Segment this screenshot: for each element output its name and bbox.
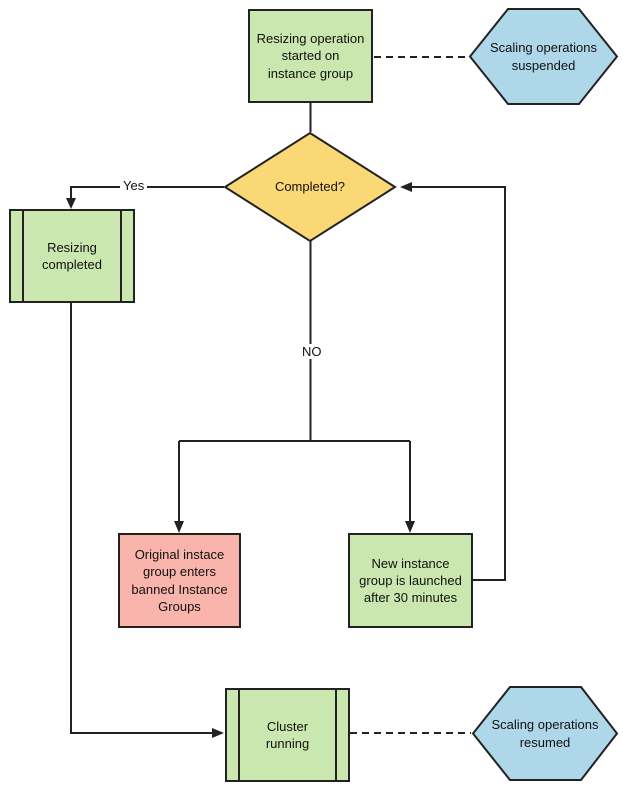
predefined-process-bar [120, 211, 122, 301]
node-scaling-operations-suspended: Scaling operations suspended [468, 7, 619, 106]
edge-label-no: NO [299, 344, 325, 359]
edge-to-cluster [70, 303, 212, 734]
node-banned-instance-groups: Original instace group enters banned Ins… [118, 533, 241, 628]
arrowhead-into-decision [400, 182, 412, 192]
node-label: New instance group is launched after 30 … [359, 555, 462, 606]
node-scaling-operations-resumed: Scaling operations resumed [471, 685, 619, 782]
node-decision-completed: Completed? [223, 131, 397, 243]
predefined-process-bar [22, 211, 24, 301]
predefined-process-bar [335, 690, 337, 780]
arrowhead-into-cluster [212, 728, 224, 738]
node-label: Resizing operation started on instance g… [256, 31, 365, 81]
node-label: Scaling operations suspended [490, 40, 597, 73]
arrowhead-into-banned [174, 521, 184, 533]
node-label: Cluster running [265, 718, 310, 751]
node-label: Original instace group enters banned Ins… [131, 547, 228, 614]
arrowhead-into-resizing-completed [66, 198, 76, 209]
node-resizing-operation-started: Resizing operation started on instance g… [248, 9, 373, 103]
hexagon-shape [471, 686, 619, 781]
arrowhead-into-new-instance [405, 521, 415, 533]
edge-yes [70, 186, 224, 198]
node-resizing-completed: Resizing completed [9, 209, 135, 303]
diamond-shape [223, 131, 397, 243]
node-cluster-running: Cluster running [225, 688, 350, 782]
edge-label-yes: Yes [120, 178, 148, 193]
node-label: Completed? [274, 179, 346, 195]
node-label: Scaling operations resumed [491, 717, 599, 750]
hexagon-shape [468, 8, 619, 105]
predefined-process-bar [238, 690, 240, 780]
node-label: Resizing completed [42, 239, 102, 272]
edge-loop-back [412, 186, 506, 581]
node-new-instance-group: New instance group is launched after 30 … [348, 533, 473, 628]
